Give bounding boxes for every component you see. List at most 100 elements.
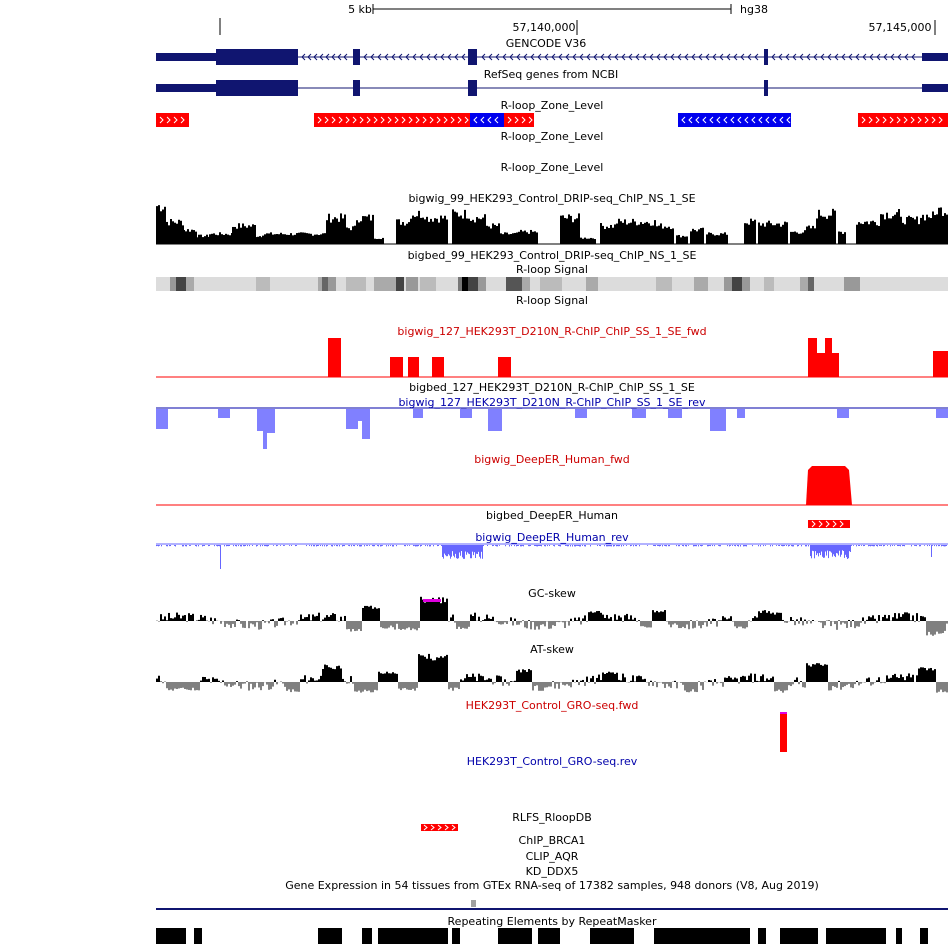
deeper-rev-bar xyxy=(505,545,506,547)
rchip-rev-dip xyxy=(358,409,364,421)
skew-pos xyxy=(480,675,482,682)
track-drip-bigwig[interactable]: bigwig_99_HEK293_Control_DRIP-seq_ChIP_N… xyxy=(156,192,948,245)
drip-bar xyxy=(484,214,486,244)
drip-bar xyxy=(502,234,504,244)
skew-neg xyxy=(284,621,286,626)
track-rloop-zone-3[interactable]: R-loop_Zone_Level xyxy=(501,161,604,174)
rchip-rev-signal xyxy=(156,409,948,449)
track-repeatmasker[interactable]: Repeating Elements by RepeatMasker xyxy=(156,915,928,944)
drip-bar xyxy=(694,230,696,244)
deeper-rev-bar xyxy=(353,545,354,547)
deeper-rev-bar xyxy=(450,545,451,559)
deeper-rev-bar xyxy=(252,545,253,546)
drip-bar xyxy=(618,218,620,244)
zone-arrow xyxy=(401,116,406,124)
drip-bar xyxy=(400,224,402,244)
track-gc-skew[interactable]: GC-skew xyxy=(156,587,948,636)
track-clip-aqr[interactable]: CLIP_AQR xyxy=(526,850,579,863)
drip-bar xyxy=(178,219,180,244)
skew-neg xyxy=(242,682,244,684)
track-label-gro-rev: HEK293T_Control_GRO-seq.rev xyxy=(467,755,638,768)
drip-bar xyxy=(712,234,714,244)
skew-pos xyxy=(528,669,530,682)
deeper-rev-bar xyxy=(565,545,566,546)
skew-neg xyxy=(676,682,678,689)
track-rlfs[interactable]: RLFS_RloopDB xyxy=(421,811,592,831)
skew-neg xyxy=(850,621,852,628)
skew-neg xyxy=(264,621,266,623)
skew-neg xyxy=(740,621,742,627)
deeper-rev-bar xyxy=(528,545,529,547)
deeper-rev-bar xyxy=(584,545,585,547)
track-rloop-zone-2[interactable]: R-loop_Zone_Level xyxy=(501,130,604,143)
skew-neg xyxy=(356,682,358,692)
deeper-rev-bar xyxy=(668,545,669,547)
track-gro-fwd[interactable]: HEK293T_Control_GRO-seq.fwd xyxy=(466,699,787,752)
track-drip-bigbed[interactable]: bigbed_99_HEK293_Control_DRIP-seq_ChIP_N… xyxy=(408,249,697,262)
track-rloop-zone-1[interactable]: R-loop_Zone_Level xyxy=(156,99,948,127)
track-gencode[interactable]: GENCODE V36 xyxy=(156,37,948,65)
skew-neg xyxy=(248,621,250,629)
skew-pos xyxy=(888,615,890,621)
skew-pos xyxy=(306,617,308,621)
track-chip-brca1[interactable]: ChIP_BRCA1 xyxy=(519,834,586,847)
skew-neg xyxy=(670,682,672,688)
skew-neg xyxy=(194,682,196,691)
strand-arrow xyxy=(677,53,682,61)
drip-bar xyxy=(908,215,910,244)
track-rloop-signal-1[interactable]: R-loop Signal xyxy=(156,263,948,291)
zone-arrow xyxy=(521,116,526,124)
track-rchip-fwd[interactable]: bigwig_127_HEK293T_D210N_R-ChIP_ChIP_SS_… xyxy=(156,325,948,378)
skew-neg xyxy=(928,621,930,632)
skew-pos xyxy=(300,679,302,682)
track-at-skew[interactable]: AT-skew xyxy=(156,643,948,693)
drip-bar xyxy=(822,216,824,244)
drip-bar xyxy=(856,224,858,244)
rchip-rev-dip xyxy=(575,409,587,418)
deeper-rev-bar xyxy=(334,545,335,546)
deeper-rev-bar xyxy=(203,545,204,546)
skew-pos xyxy=(662,611,664,621)
track-deeper-rev[interactable]: bigwig_DeepER_Human_rev xyxy=(156,531,948,569)
track-gtex[interactable]: Gene Expression in 54 tissues from GTEx … xyxy=(156,879,948,910)
assembly-label: hg38 xyxy=(740,3,768,16)
drip-bar xyxy=(482,217,484,244)
track-kd-ddx5[interactable]: KD_DDX5 xyxy=(526,865,579,878)
deeper-rev-bar xyxy=(407,545,408,546)
drip-bar xyxy=(840,231,842,244)
skew-neg xyxy=(306,682,308,684)
track-gro-rev[interactable]: HEK293T_Control_GRO-seq.rev xyxy=(467,755,638,768)
skew-neg xyxy=(544,621,546,627)
deeper-rev-bar xyxy=(511,545,512,547)
track-refseq[interactable]: RefSeq genes from NCBI xyxy=(156,68,948,96)
repeat-element xyxy=(654,928,750,944)
deeper-rev-bar xyxy=(737,545,738,547)
strand-arrow xyxy=(433,53,438,61)
skew-pos xyxy=(272,619,274,621)
track-deeper-fwd[interactable]: bigwig_DeepER_Human_fwd xyxy=(156,453,948,506)
drip-bar xyxy=(496,226,498,244)
strand-arrow xyxy=(778,53,783,61)
skew-pos xyxy=(892,675,894,682)
skew-neg xyxy=(536,621,538,627)
deeper-rev-bar xyxy=(609,545,610,547)
drip-bar xyxy=(762,223,764,244)
skew-neg xyxy=(464,621,466,629)
skew-pos xyxy=(576,620,578,621)
skew-neg xyxy=(738,621,740,627)
track-rchip-bigbed[interactable]: bigbed_127_HEK293T_D210N_R-ChIP_ChIP_SS_… xyxy=(409,381,695,394)
track-rloop-signal-2[interactable]: R-loop Signal xyxy=(516,294,588,307)
deeper-rev-bar xyxy=(604,545,605,547)
drip-bar xyxy=(824,216,826,244)
drip-bar xyxy=(698,229,700,244)
skew-neg xyxy=(944,682,946,692)
drip-bar xyxy=(582,238,584,244)
strand-arrow xyxy=(313,53,318,61)
track-deeper-bigbed[interactable]: bigbed_DeepER_Human xyxy=(486,509,850,528)
deeper-rev-bar xyxy=(876,545,877,546)
deeper-rev-bar xyxy=(946,545,947,546)
zone-arrow xyxy=(730,116,735,124)
skew-neg xyxy=(840,621,842,625)
skew-pos xyxy=(210,617,212,621)
track-rchip-rev[interactable]: bigwig_127_HEK293T_D210N_R-ChIP_ChIP_SS_… xyxy=(156,396,948,449)
